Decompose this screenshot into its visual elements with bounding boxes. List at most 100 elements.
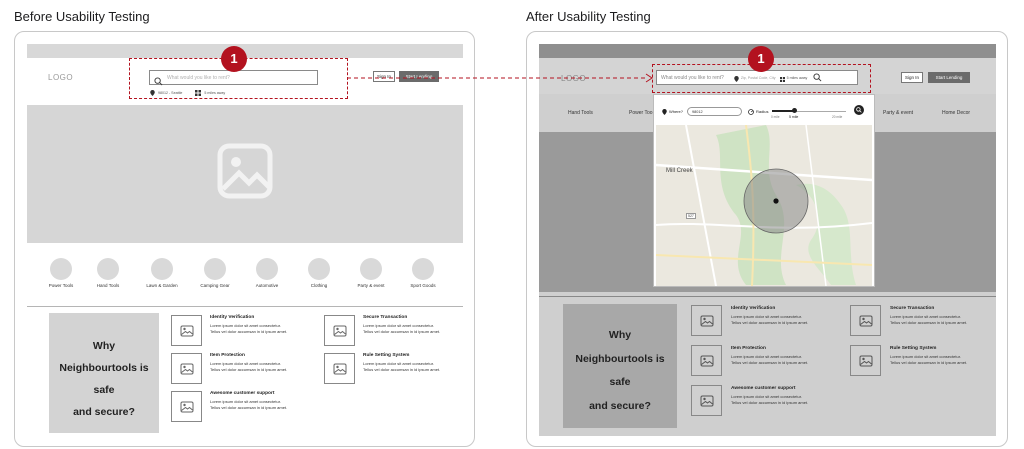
radius-label: Radius xyxy=(756,109,769,114)
location-pin-icon xyxy=(734,69,739,87)
map-graphic xyxy=(656,125,872,286)
search-bar[interactable]: What would you like to rent? Zip, Postal… xyxy=(656,70,858,85)
feature-title: Awesome customer support xyxy=(210,391,275,396)
nav-hand-tools[interactable]: Hand Tools xyxy=(568,110,593,116)
feature-title: Item Protection xyxy=(210,353,245,358)
after-heading: After Usability Testing xyxy=(526,9,651,24)
after-frame: LOGO What would you like to rent? Zip, P… xyxy=(526,31,1008,447)
feature-desc: Lorem ipsum dolor sit amet consectetur. … xyxy=(363,323,441,334)
category-clothing[interactable] xyxy=(308,258,330,280)
feature-image-icon xyxy=(171,353,202,384)
feature-image-icon xyxy=(691,305,722,336)
category-label: Party & event xyxy=(357,283,385,288)
before-page: LOGO What would you like to rent? 98012 … xyxy=(27,44,463,436)
category-label: Hand Tools xyxy=(96,283,120,288)
where-label: Where? xyxy=(669,109,684,114)
location-pin-icon xyxy=(150,90,155,96)
category-label: Lawn & Garden xyxy=(146,283,178,288)
feature-image-icon xyxy=(850,345,881,376)
why-line: Neighbourtools is xyxy=(59,362,149,374)
map-view[interactable]: Mill Creek 527 xyxy=(656,125,872,286)
search-icon xyxy=(856,107,862,113)
feature-desc: Lorem ipsum dolor sit amet consectetur. … xyxy=(210,323,288,334)
feature-desc: Lorem ipsum dolor sit amet consectetur. … xyxy=(731,394,809,405)
feature-title: Secure Transaction xyxy=(363,315,408,320)
annotation-arrow xyxy=(347,73,653,83)
feature-title: Awesome customer support xyxy=(731,386,796,391)
category-label: Power Tools xyxy=(48,283,74,288)
category-label: Clothing xyxy=(310,283,328,288)
distance-icon xyxy=(195,90,202,96)
map-search-button[interactable] xyxy=(854,105,864,115)
feature-image-icon xyxy=(324,315,355,346)
radius-max: 20 mile xyxy=(832,115,843,119)
sign-in-button[interactable]: Sign In xyxy=(373,71,395,82)
start-lending-button[interactable]: Start Lending xyxy=(399,71,439,82)
why-line: and secure? xyxy=(589,399,651,412)
category-lawn-garden[interactable] xyxy=(151,258,173,280)
location-row[interactable]: 98012 - Seattle 5 miles away xyxy=(150,90,225,96)
distance-text: 5 miles away xyxy=(786,75,808,80)
why-line: and secure? xyxy=(73,406,135,418)
start-lending-button[interactable]: Start Lending xyxy=(928,72,970,83)
category-camping-gear[interactable] xyxy=(204,258,226,280)
radius-slider-thumb[interactable] xyxy=(792,108,797,113)
hero-banner xyxy=(27,105,463,243)
radius-icon xyxy=(748,109,754,115)
why-safe-panel: Why Neighbourtools is safe and secure? xyxy=(49,313,159,433)
why-line: Why xyxy=(608,329,632,341)
feature-image-icon xyxy=(171,391,202,422)
section-divider xyxy=(27,306,463,307)
top-strip xyxy=(27,44,463,58)
category-power-tools[interactable] xyxy=(50,258,72,280)
map-road-label: 527 xyxy=(686,213,696,219)
before-heading: Before Usability Testing xyxy=(14,9,150,24)
search-icon[interactable] xyxy=(813,69,822,87)
feature-title: Identity Verification xyxy=(210,315,255,320)
nav-home-decor[interactable]: Home Decor xyxy=(942,110,971,116)
category-automotive[interactable] xyxy=(256,258,278,280)
location-text: 98012 - Seattle xyxy=(158,91,183,95)
feature-desc: Lorem ipsum dolor sit amet consectetur. … xyxy=(890,314,968,325)
feature-title: Identity Verification xyxy=(731,306,776,311)
before-frame: LOGO What would you like to rent? 98012 … xyxy=(14,31,475,447)
logo[interactable]: LOGO xyxy=(48,73,74,82)
feature-desc: Lorem ipsum dolor sit amet consectetur. … xyxy=(210,361,288,372)
feature-desc: Lorem ipsum dolor sit amet consectetur. … xyxy=(731,354,809,365)
why-line: safe xyxy=(93,384,115,396)
feature-image-icon xyxy=(691,345,722,376)
sign-in-button[interactable]: Sign In xyxy=(901,72,923,83)
map-place-label: Mill Creek xyxy=(666,168,693,174)
radius-min: 0 mile xyxy=(771,115,780,119)
nav-power-tools[interactable]: Power Too xyxy=(629,110,653,116)
category-label: Sport Goods xyxy=(410,283,436,288)
location-radius-dropdown[interactable]: Where? 98012 Radius 0 mile 5 mile 20 mil… xyxy=(653,94,875,287)
radius-value: 5 mile xyxy=(789,115,799,119)
location-pin-icon xyxy=(662,109,667,115)
feature-desc: Lorem ipsum dolor sit amet consectetur. … xyxy=(210,399,288,410)
where-input[interactable]: 98012 xyxy=(687,107,742,116)
location-placeholder: Zip, Postal Code, City xyxy=(740,75,776,80)
feature-image-icon xyxy=(171,315,202,346)
feature-title: Rule Setting System xyxy=(363,353,410,358)
why-line: safe xyxy=(609,376,631,388)
feature-desc: Lorem ipsum dolor sit amet consectetur. … xyxy=(890,354,968,365)
feature-image-icon xyxy=(850,305,881,336)
category-label: Automotive xyxy=(255,283,279,288)
feature-desc: Lorem ipsum dolor sit amet consectetur. … xyxy=(363,361,441,372)
section-divider xyxy=(539,296,996,297)
feature-title: Secure Transaction xyxy=(890,306,935,311)
radius-slider-track[interactable] xyxy=(772,111,846,112)
annotation-badge-before: 1 xyxy=(221,46,247,72)
feature-image-icon xyxy=(691,385,722,416)
category-sport-goods[interactable] xyxy=(412,258,434,280)
why-line: Neighbourtools is xyxy=(575,352,665,365)
category-party-event[interactable] xyxy=(360,258,382,280)
distance-text: 5 miles away xyxy=(204,91,226,95)
search-icon xyxy=(154,73,163,86)
nav-party-event[interactable]: Party & event xyxy=(883,110,914,116)
category-hand-tools[interactable] xyxy=(97,258,119,280)
annotation-badge-after: 1 xyxy=(748,46,774,72)
feature-desc: Lorem ipsum dolor sit amet consectetur. … xyxy=(731,314,809,325)
search-placeholder: What would you like to rent? xyxy=(167,74,230,81)
